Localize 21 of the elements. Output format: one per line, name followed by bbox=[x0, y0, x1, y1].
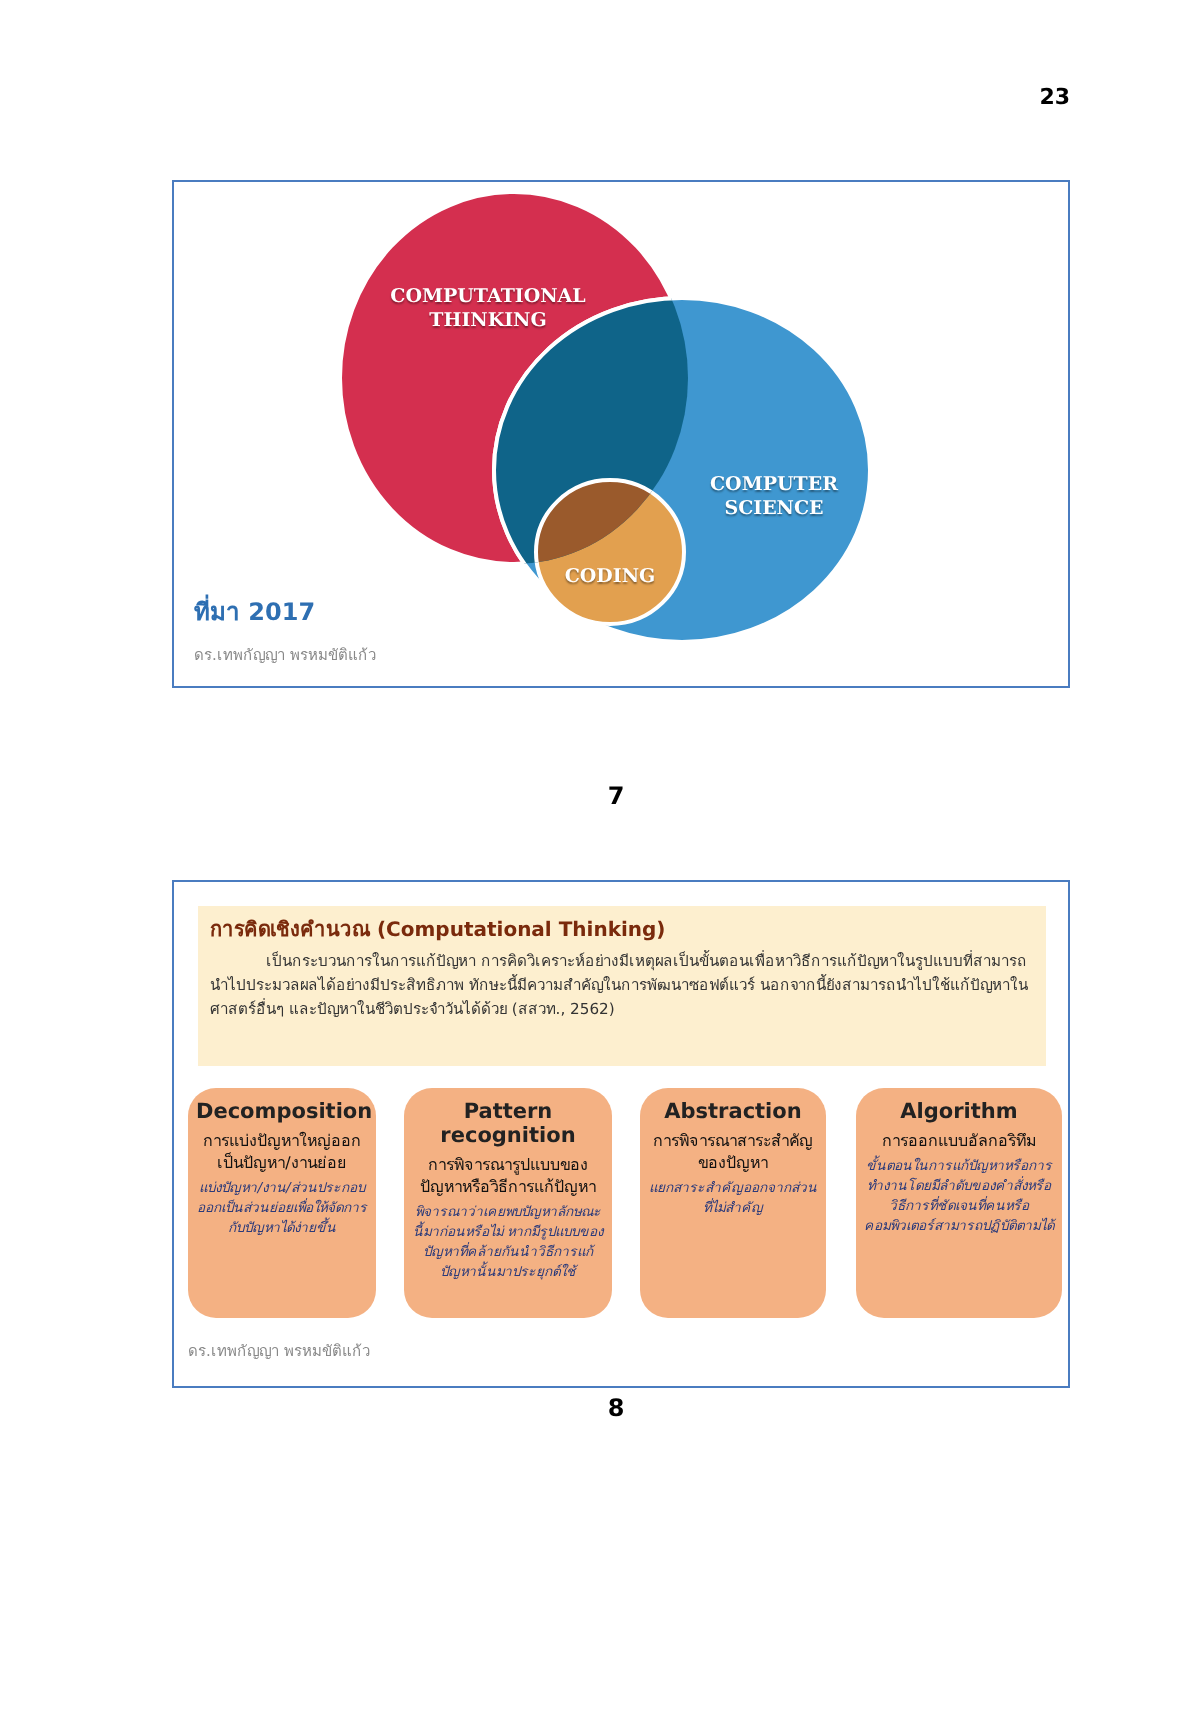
concept-card bbox=[856, 1088, 1062, 1318]
card-subtitle: การพิจารณาสาระสำคัญของปัญหา bbox=[651, 1130, 815, 1174]
card-subtitle: การแบ่งปัญหาใหญ่ออกเป็นปัญหา/งานย่อย bbox=[201, 1130, 363, 1174]
circle-label: CODING bbox=[562, 566, 658, 590]
source-note: ที่มา 2017 bbox=[194, 592, 318, 630]
circle-label: COMPUTER SCIENCE bbox=[708, 474, 841, 522]
card-title: Abstraction bbox=[662, 1100, 804, 1124]
page-number: 23 bbox=[1037, 84, 1070, 110]
card-title: Pattern recognition bbox=[438, 1100, 578, 1148]
card-title: Decomposition bbox=[196, 1100, 368, 1124]
definition-panel bbox=[198, 906, 1046, 1066]
panel-heading: การคิดเชิงคำนวณ (Computational Thinking) bbox=[210, 917, 668, 944]
page-number: 7 bbox=[605, 782, 627, 810]
card-title: Algorithm bbox=[898, 1100, 1020, 1124]
circle-label: COMPUTATIONAL THINKING bbox=[388, 286, 588, 334]
card-subtitle: การพิจารณารูปแบบของปัญหาหรือวิธีการแก้ปัญหา bbox=[418, 1154, 598, 1198]
concept-card bbox=[404, 1088, 612, 1318]
card-subtitle: การออกแบบอัลกอริทึม bbox=[880, 1130, 1038, 1152]
concept-card bbox=[188, 1088, 376, 1318]
concept-card bbox=[640, 1088, 826, 1318]
page-number: 8 bbox=[605, 1394, 627, 1422]
